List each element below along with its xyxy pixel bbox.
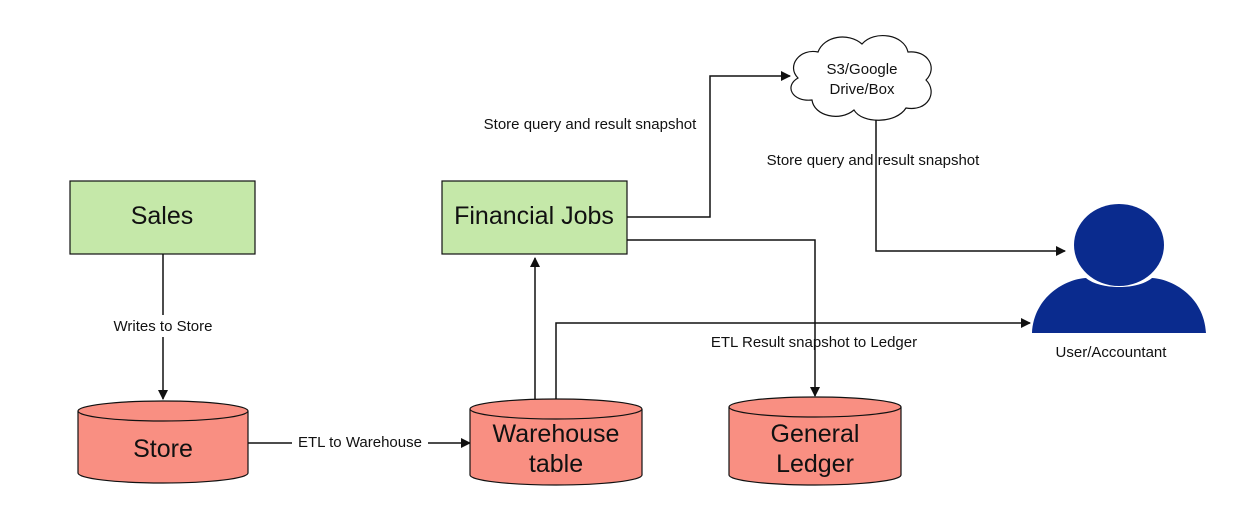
node-user-accountant[interactable]: User/Accountant <box>1032 204 1206 361</box>
user-icon <box>1032 204 1206 333</box>
node-user-label: User/Accountant <box>1056 344 1168 361</box>
edge-label-jobs-to-cloud: Store query and result snapshot <box>484 116 697 133</box>
cloud-icon <box>790 35 932 121</box>
node-store-label: Store <box>133 435 193 463</box>
edge-jobs-to-ledger <box>627 239 820 397</box>
node-cloud-storage[interactable]: S3/Google Drive/Box <box>790 35 932 121</box>
edge-cloud-to-user <box>875 117 1066 256</box>
edge-label-cloud-to-user: Store query and result snapshot <box>767 152 980 169</box>
node-cloud-label-line2: Drive/Box <box>829 81 895 98</box>
edge-labels: Writes to Store ETL to Warehouse Store q… <box>104 116 980 452</box>
edges <box>158 71 1066 448</box>
edge-label-etl-to-warehouse: ETL to Warehouse <box>298 434 422 451</box>
node-financial-jobs[interactable]: Financial Jobs <box>441 180 628 255</box>
edge-label-etl-result-to-ledger: ETL Result snapshot to Ledger <box>711 334 917 351</box>
node-warehouse-table[interactable]: Warehouse table <box>469 398 643 486</box>
node-general-ledger[interactable]: General Ledger <box>728 396 902 486</box>
node-warehouse-label-line1: Warehouse <box>493 420 620 448</box>
node-store[interactable]: Store <box>77 400 249 484</box>
node-cloud-label-line1: S3/Google <box>827 61 898 78</box>
edge-warehouse-to-user <box>555 318 1031 399</box>
edge-label-bg <box>104 315 222 337</box>
node-financial-jobs-label: Financial Jobs <box>454 202 614 230</box>
edge-label-bg <box>292 432 428 452</box>
edge-label-writes-to-store: Writes to Store <box>114 318 213 335</box>
node-sales[interactable]: Sales <box>69 180 256 255</box>
edge-jobs-to-cloud <box>627 71 791 218</box>
node-ledger-label-line1: General <box>771 420 860 448</box>
node-warehouse-label-line2: table <box>529 450 583 478</box>
node-ledger-label-line2: Ledger <box>776 450 854 478</box>
node-sales-label: Sales <box>131 202 194 230</box>
